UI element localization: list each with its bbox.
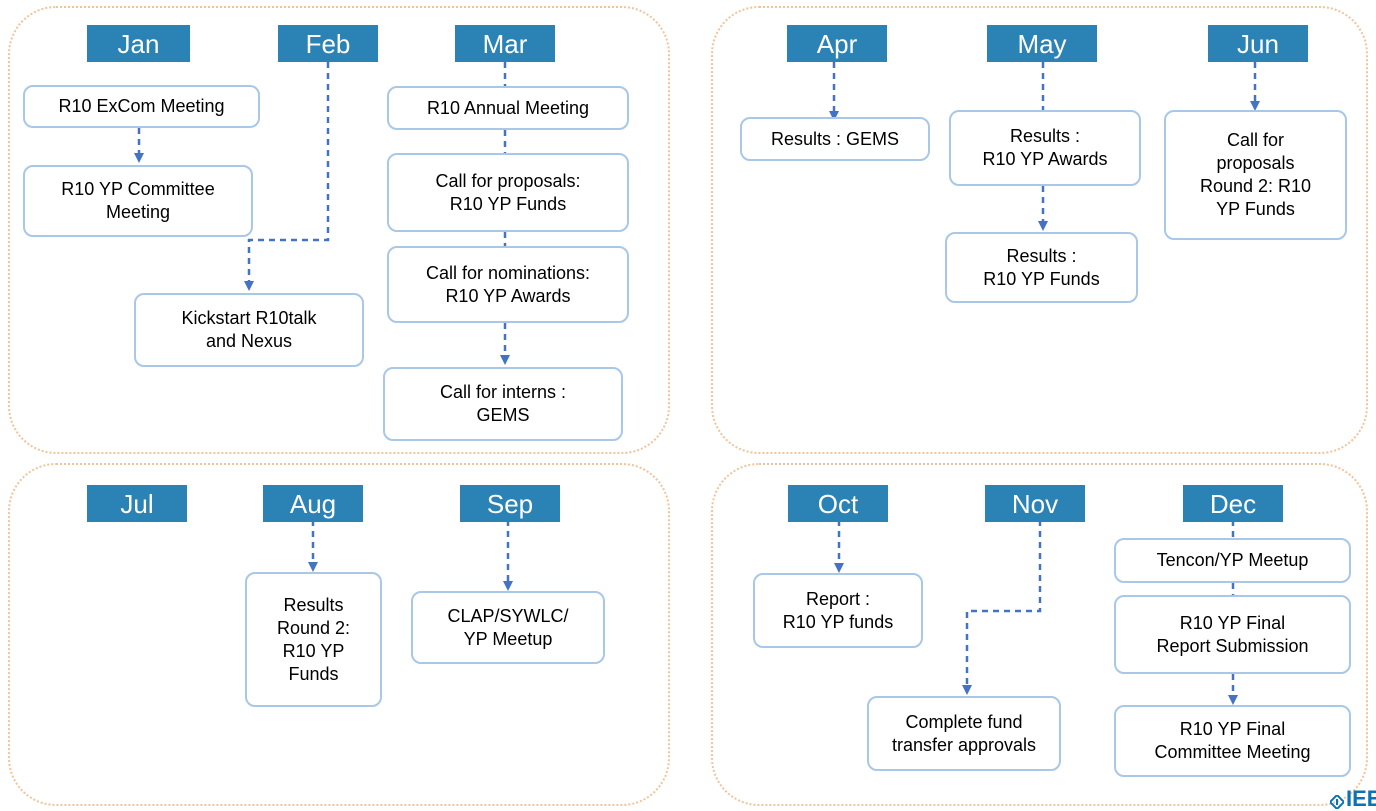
connector-feb-to-kickstart	[244, 62, 330, 291]
quadrant-apr-jun	[711, 6, 1368, 454]
item-r10-yp-committee-meeting: R10 YP Committee Meeting	[23, 165, 253, 237]
item-results-round-2-funds: Results Round 2: R10 YP Funds	[245, 572, 382, 707]
item-tencon-yp-meetup: Tencon/YP Meetup	[1114, 538, 1351, 583]
item-report-r10-yp-funds: Report : R10 YP funds	[753, 573, 923, 648]
quadrant-oct-dec	[711, 463, 1368, 806]
item-clap-sywlc-yp-meetup: CLAP/SYWLC/ YP Meetup	[411, 591, 605, 664]
month-nov: Nov	[985, 485, 1085, 522]
month-may: May	[987, 25, 1097, 62]
month-sep: Sep	[460, 485, 560, 522]
item-kickstart-r10talk-nexus: Kickstart R10talk and Nexus	[134, 293, 364, 367]
month-jun: Jun	[1208, 25, 1308, 62]
month-mar: Mar	[455, 25, 555, 62]
quadrant-jul-sep	[8, 463, 670, 806]
month-jan: Jan	[87, 25, 190, 62]
item-r10-yp-final-report-submission: R10 YP Final Report Submission	[1114, 595, 1351, 674]
month-feb: Feb	[278, 25, 378, 62]
item-results-gems: Results : GEMS	[740, 117, 930, 161]
month-jul: Jul	[87, 485, 187, 522]
item-call-for-proposals-round-2: Call for proposals Round 2: R10 YP Funds	[1164, 110, 1347, 240]
month-dec: Dec	[1183, 485, 1283, 522]
ieee-logo-text: IEE	[1346, 786, 1376, 811]
item-call-for-nominations: Call for nominations: R10 YP Awards	[387, 246, 629, 323]
item-r10-excom-meeting: R10 ExCom Meeting	[23, 85, 260, 128]
item-r10-annual-meeting: R10 Annual Meeting	[387, 86, 629, 130]
item-call-for-interns: Call for interns : GEMS	[383, 367, 623, 441]
ieee-logo: IEE	[1330, 786, 1376, 811]
month-apr: Apr	[787, 25, 887, 62]
item-r10-yp-final-committee-meeting: R10 YP Final Committee Meeting	[1114, 705, 1351, 777]
item-call-for-proposals: Call for proposals: R10 YP Funds	[387, 153, 629, 232]
item-results-r10-yp-awards: Results : R10 YP Awards	[949, 110, 1141, 186]
connector-nov-to-fund-transfer	[962, 520, 1042, 695]
item-complete-fund-transfer-approvals: Complete fund transfer approvals	[867, 696, 1061, 771]
item-results-r10-yp-funds: Results : R10 YP Funds	[945, 232, 1138, 303]
month-oct: Oct	[788, 485, 888, 522]
month-aug: Aug	[263, 485, 363, 522]
ieee-logo-icon	[1330, 795, 1344, 809]
quadrant-jan-mar	[8, 6, 670, 454]
